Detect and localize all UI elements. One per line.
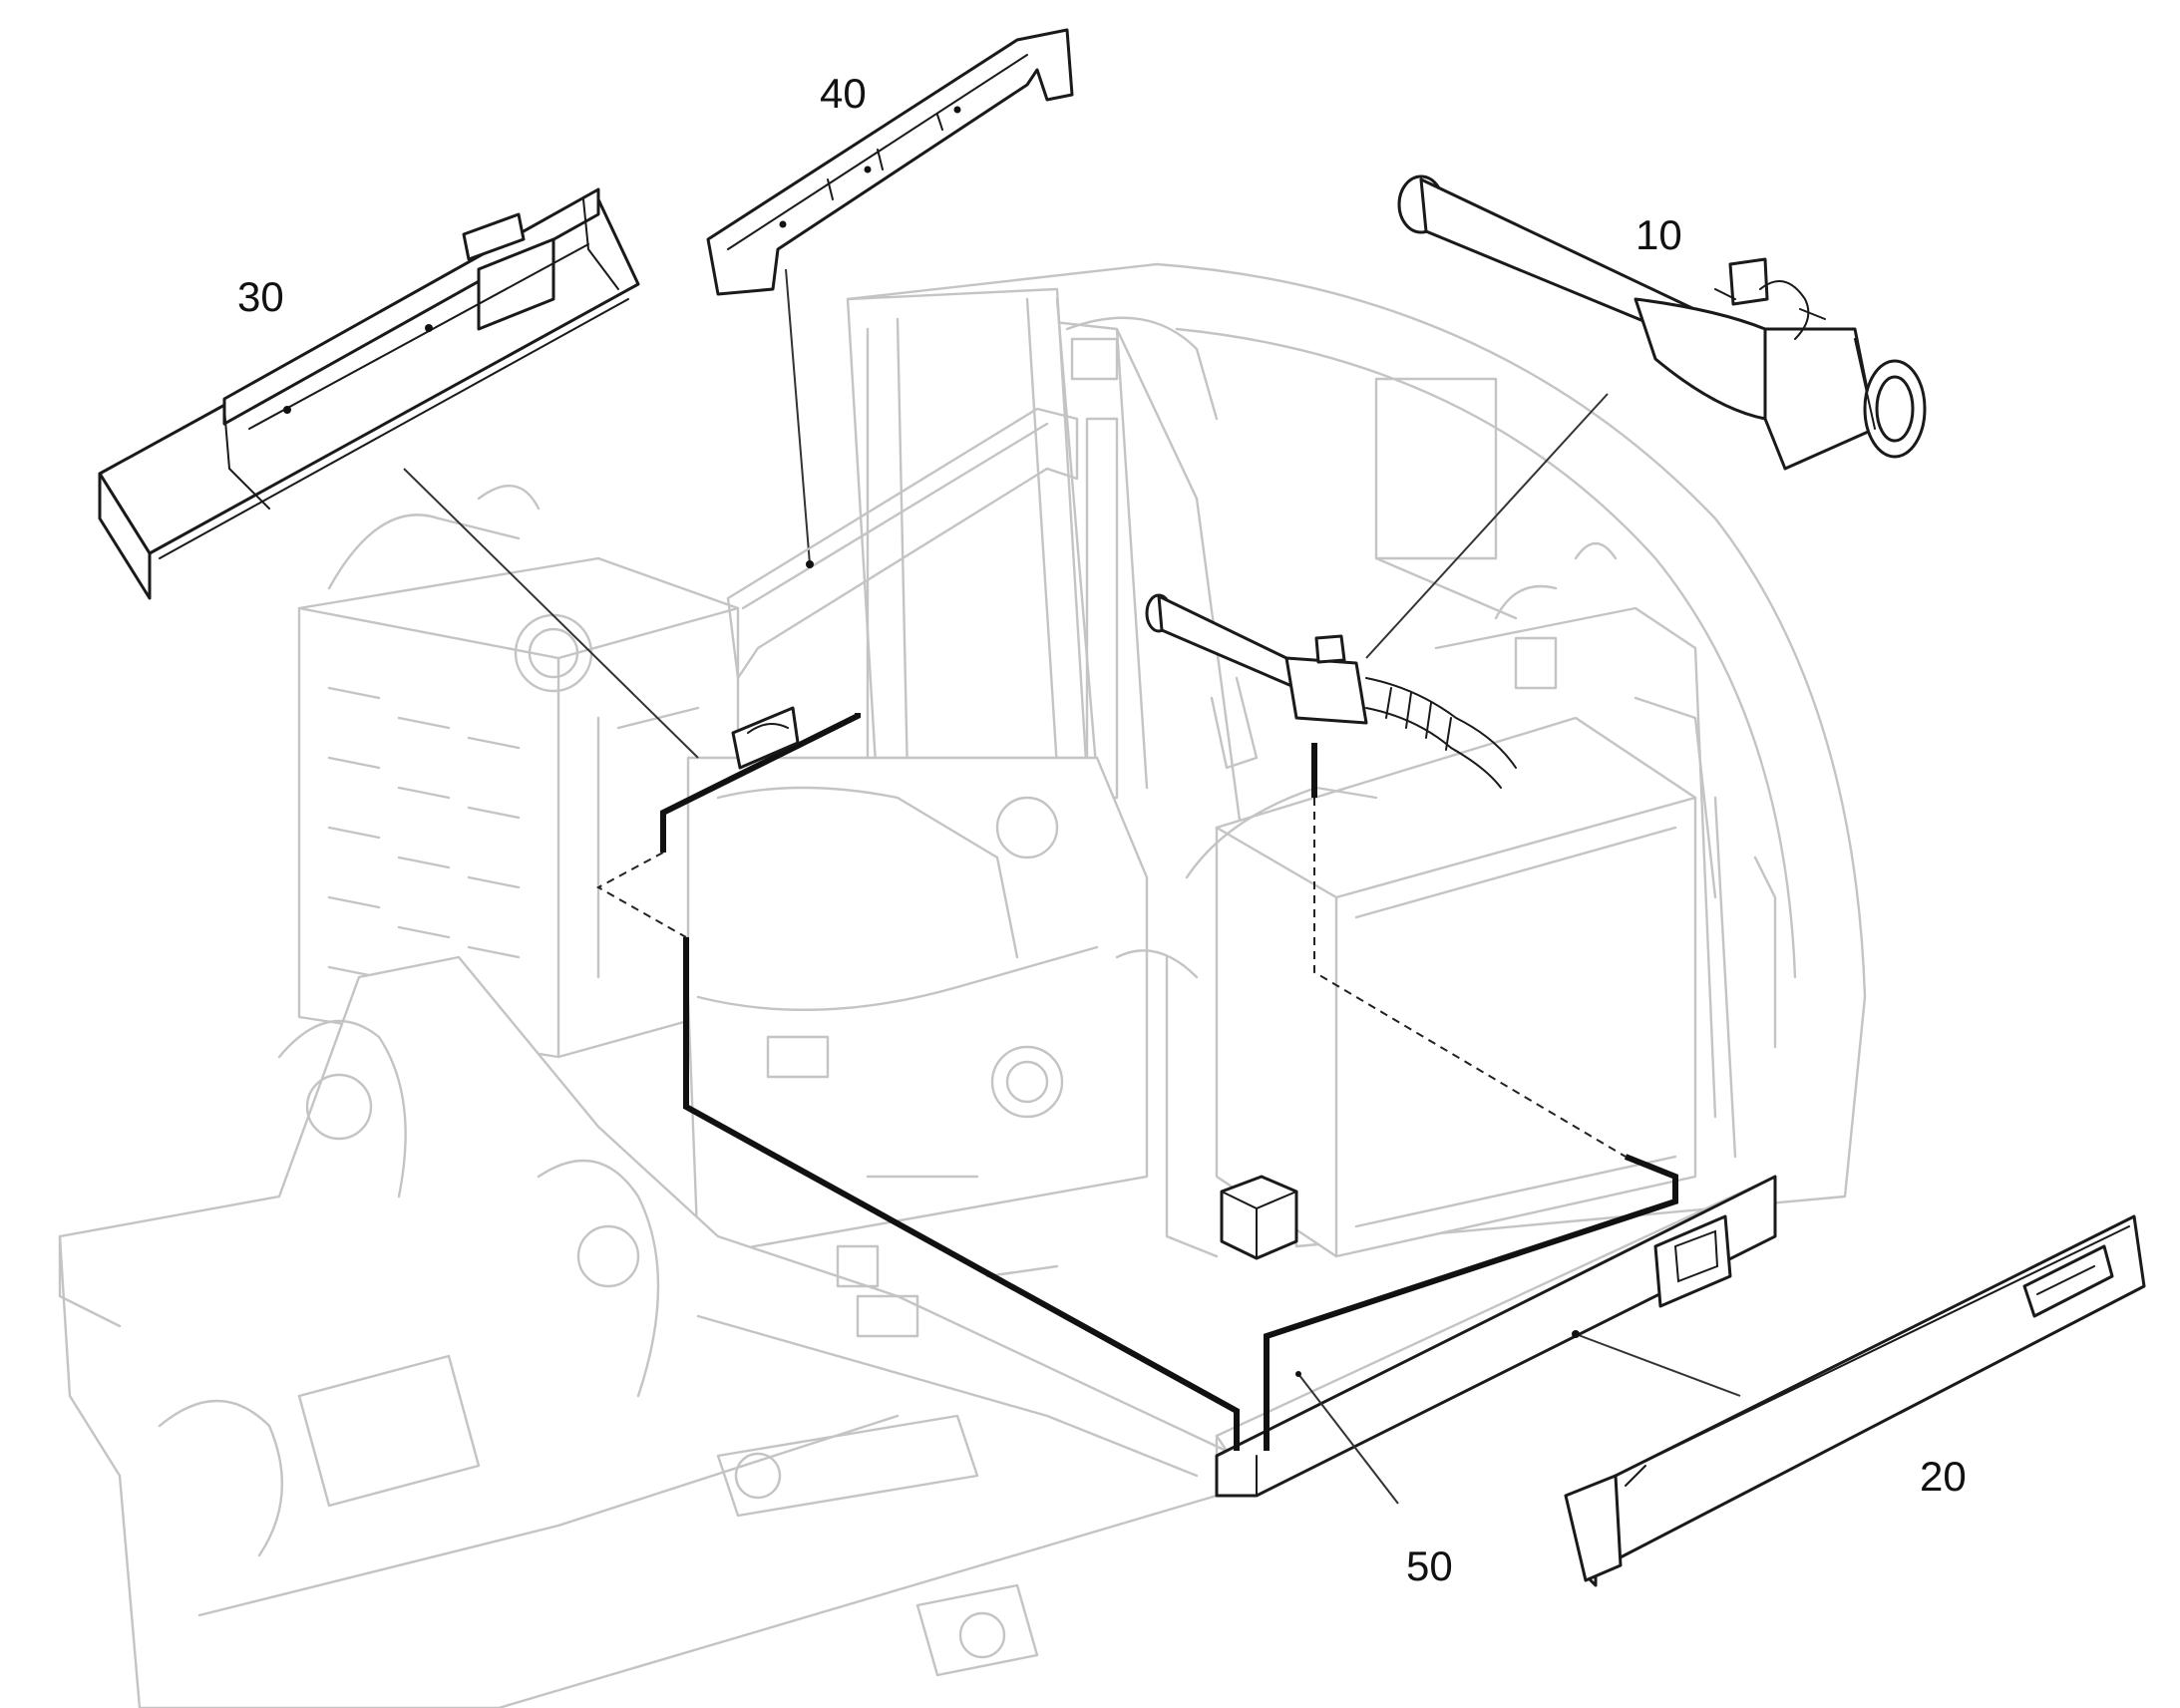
callout-40: 40 — [820, 70, 867, 117]
part-30-tray — [98, 187, 640, 600]
callout-30: 30 — [237, 273, 284, 320]
harness-cable-upper — [660, 713, 861, 853]
part-40-bracket-rail — [706, 28, 1074, 296]
part-10-exhaust-pipe — [1397, 174, 1927, 471]
leader-30 — [403, 468, 699, 759]
leader-10 — [1365, 393, 1609, 659]
leader-50 — [1297, 1373, 1399, 1505]
leader-20 — [1575, 1333, 1741, 1397]
installed-side-rail — [1215, 1175, 1777, 1498]
installed-exhaust — [1145, 593, 1517, 789]
harness-cable-main — [683, 937, 1240, 1451]
harness-dash-left — [595, 852, 687, 938]
callout-20: 20 — [1920, 1453, 1967, 1500]
callout-10: 10 — [1635, 211, 1682, 258]
leader-40 — [785, 268, 811, 565]
callout-50: 50 — [1406, 1542, 1453, 1589]
cooler-module-ghost — [1115, 541, 1777, 1258]
junction-box — [1220, 1175, 1298, 1260]
part-20-side-rail — [1564, 1214, 2146, 1587]
lower-frame-ghost — [58, 955, 1239, 1708]
part-50-harness — [595, 706, 1678, 1451]
harness-cable-right — [1264, 1154, 1678, 1451]
upper-frame-tower-ghost — [846, 287, 1089, 800]
harness-dash-right — [1313, 798, 1627, 1158]
installed-rail-ghost — [726, 407, 1079, 680]
